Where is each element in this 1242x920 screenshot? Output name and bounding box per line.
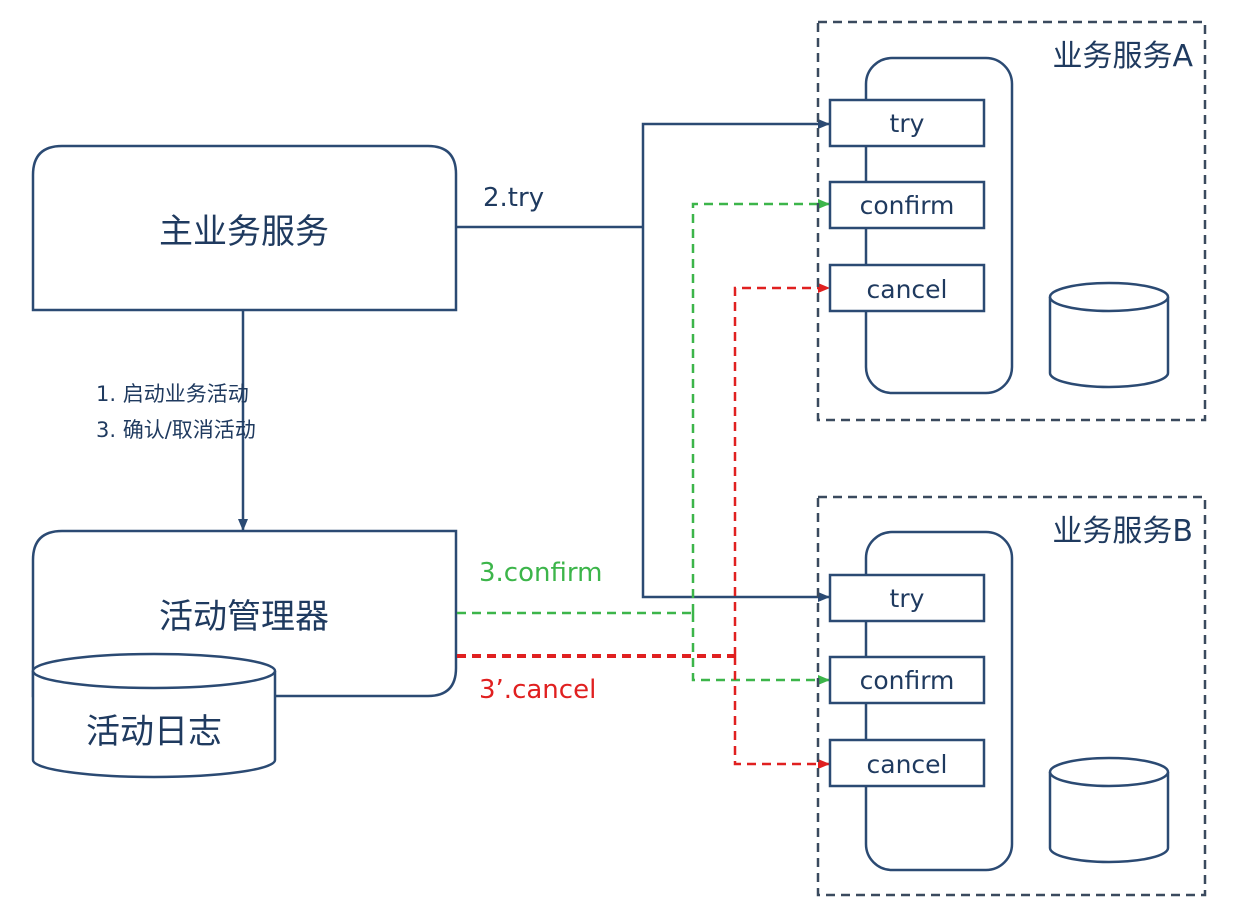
service-b-title: 业务服务B bbox=[1052, 514, 1193, 549]
cancel-edges bbox=[457, 283, 830, 769]
service-a-cancel-label: cancel bbox=[867, 275, 948, 304]
service-b-try-label: try bbox=[890, 584, 925, 613]
service-a-try-box bbox=[828, 98, 986, 148]
service-b-confirm-box bbox=[828, 655, 986, 705]
service-a-title: 业务服务A bbox=[1052, 39, 1193, 74]
try-edge-label: 2.try bbox=[483, 183, 544, 213]
service-a-cancel-box bbox=[828, 263, 986, 313]
service-b-database-cylinder bbox=[1048, 756, 1170, 864]
service-b: 业务服务B try confirm cancel bbox=[816, 495, 1207, 897]
confirm-edges bbox=[457, 199, 830, 685]
service-a: 业务服务A try confirm cancel bbox=[816, 20, 1207, 422]
main-service-box bbox=[31, 144, 458, 312]
service-a-confirm-label: confirm bbox=[860, 191, 955, 220]
service-a-frame bbox=[816, 20, 1207, 422]
service-b-try-box bbox=[828, 573, 986, 623]
service-b-cancel-box bbox=[828, 738, 986, 788]
confirm-edge-label: 3.confirm bbox=[479, 558, 602, 588]
activity-manager-label: 活动管理器 bbox=[159, 597, 329, 637]
service-a-confirm-box bbox=[828, 180, 986, 230]
activity-log-label: 活动日志 bbox=[86, 712, 222, 752]
main-service-label: 主业务服务 bbox=[159, 212, 329, 252]
activity-log-cylinder bbox=[31, 652, 277, 779]
cancel-edge-label: 3’.cancel bbox=[479, 675, 596, 705]
service-a-database-cylinder bbox=[1048, 281, 1170, 389]
confirm-cancel-activity-label: 3. 确认/取消活动 bbox=[96, 418, 256, 442]
service-b-frame bbox=[816, 495, 1207, 897]
service-b-confirm-label: confirm bbox=[860, 666, 955, 695]
service-b-cancel-label: cancel bbox=[867, 750, 948, 779]
start-activity-label: 1. 启动业务活动 bbox=[96, 382, 249, 406]
try-edges bbox=[456, 119, 830, 602]
service-a-try-label: try bbox=[890, 109, 925, 138]
